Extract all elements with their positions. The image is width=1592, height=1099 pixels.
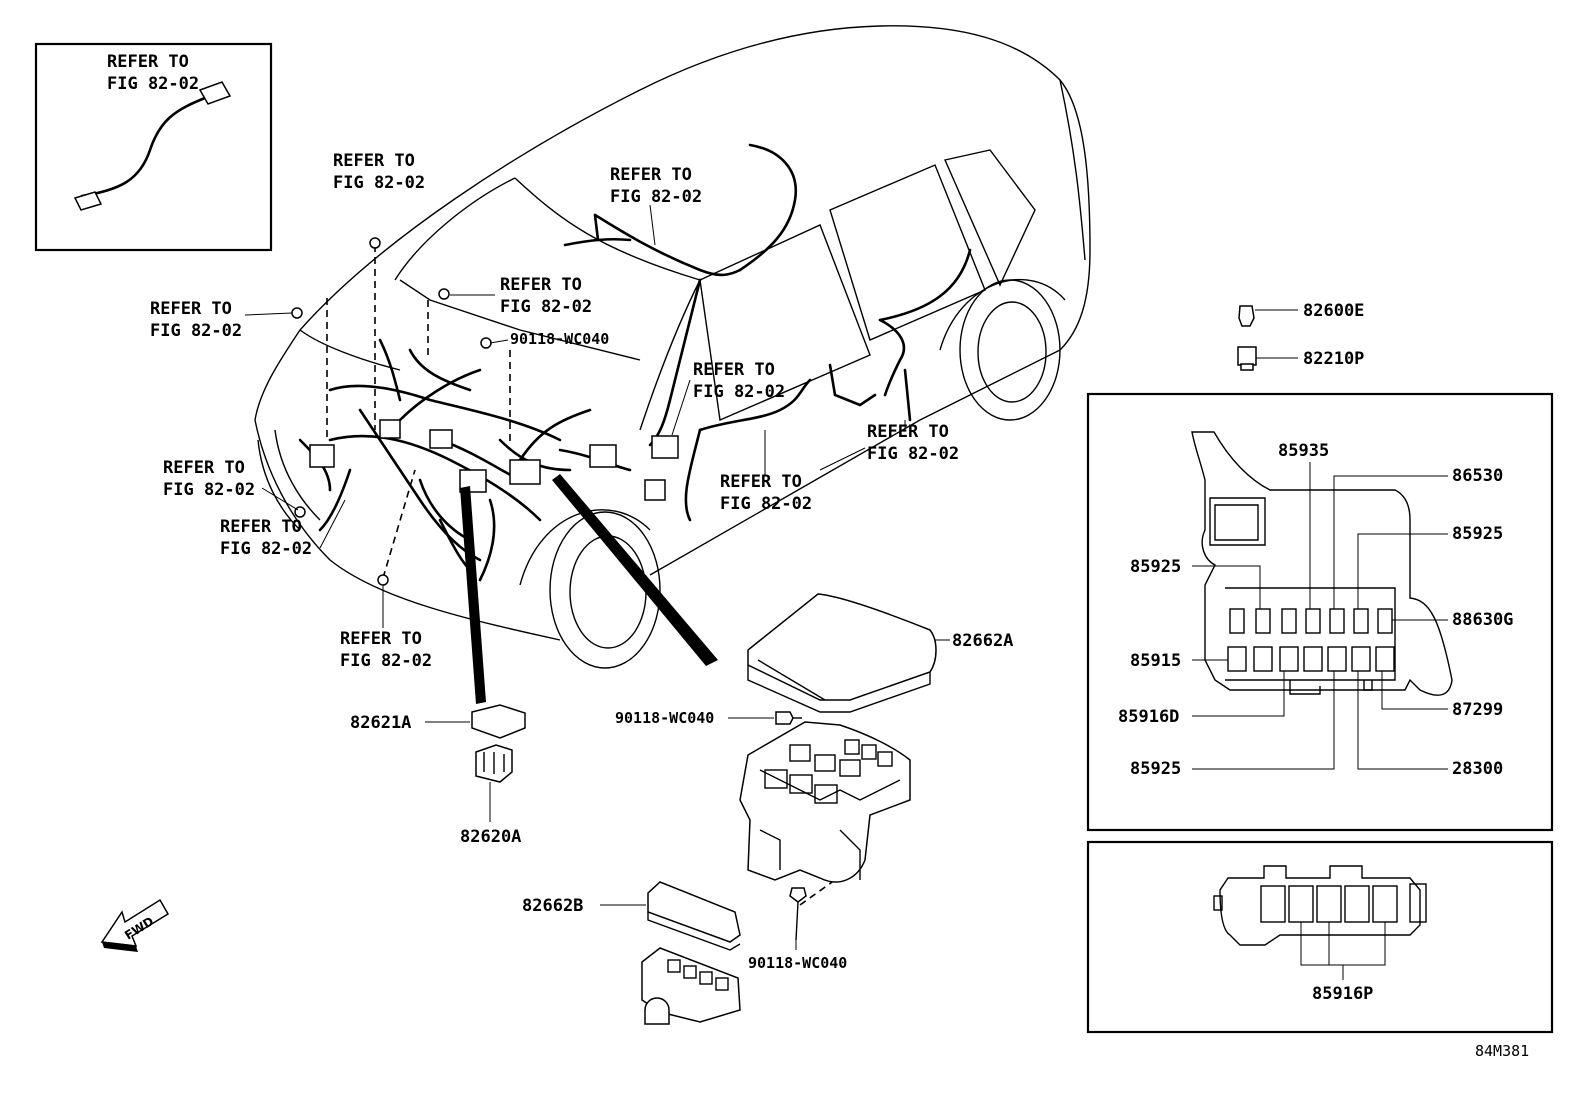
refer-label-10b: FIG 82-02 (340, 651, 432, 671)
figure-code: 84M381 (1475, 1042, 1529, 1060)
relay-block-detail: 85916P (1086, 840, 1554, 1034)
label-82621A: 82621A (350, 713, 411, 733)
label-82600E: 82600E (1303, 301, 1364, 321)
label-85915: 85915 (1130, 651, 1181, 671)
refer-label-3a: REFER TO (500, 275, 582, 295)
refer-label-3b: FIG 82-02 (500, 297, 592, 317)
refer-label-5b: FIG 82-02 (693, 382, 785, 402)
fuse-row-bottom (1227, 646, 1395, 672)
refer-label-4b: FIG 82-02 (150, 321, 242, 341)
label-85935: 85935 (1278, 441, 1329, 461)
label-85916D: 85916D (1118, 707, 1179, 727)
inset-connector-box: REFER TO FIG 82-02 (34, 42, 273, 252)
relay-holder-82621A: 82621A (350, 704, 526, 739)
bolt-90118-bottom: 90118-WC040 (748, 887, 847, 972)
bolt-90118-mid: 90118-WC040 (615, 709, 802, 727)
body-harness (563, 143, 972, 522)
relay-base-82620A: 82620A (460, 744, 521, 847)
label-88630G: 88630G (1452, 610, 1513, 630)
label-82662A: 82662A (952, 631, 1013, 651)
label-28300: 28300 (1452, 759, 1503, 779)
label-85925-bottom: 85925 (1130, 759, 1181, 779)
refer-label-7b: FIG 82-02 (163, 480, 255, 500)
refer-label-8a: REFER TO (720, 472, 802, 492)
relay-82210P: 82210P (1237, 346, 1364, 371)
refer-label-2a: REFER TO (610, 165, 692, 185)
refer-label-9b: FIG 82-02 (220, 539, 312, 559)
vehicle-body-outline (254, 25, 1091, 669)
leader-to-relay-block (460, 486, 486, 704)
refer-label-10a: REFER TO (340, 629, 422, 649)
refer-label-2b: FIG 82-02 (610, 187, 702, 207)
fuse-row-top (1229, 608, 1393, 634)
refer-label-4a: REFER TO (150, 299, 232, 319)
label-82210P: 82210P (1303, 349, 1364, 369)
label-82662B: 82662B (522, 896, 583, 916)
label-85925-left: 85925 (1130, 557, 1181, 577)
leader-to-fuse-box (552, 474, 718, 666)
refer-label-7a: REFER TO (163, 458, 245, 478)
relay-82600E: 82600E (1238, 301, 1364, 327)
label-85925-right: 85925 (1452, 524, 1503, 544)
refer-label-inset-1: REFER TO (107, 52, 189, 72)
refer-label-6a: REFER TO (867, 422, 949, 442)
label-82620A: 82620A (460, 827, 521, 847)
fuse-holder (641, 947, 741, 1025)
engine-harness (298, 338, 632, 582)
fwd-arrow-icon: FWD (100, 898, 170, 952)
fuse-cover-82662B: 82662B (522, 881, 741, 951)
refer-label-1b: FIG 82-02 (333, 173, 425, 193)
refer-callouts: REFER TO FIG 82-02 REFER TO FIG 82-02 RE… (150, 151, 959, 671)
refer-label-5a: REFER TO (693, 360, 775, 380)
refer-label-6b: FIG 82-02 (867, 444, 959, 464)
refer-label-8b: FIG 82-02 (720, 494, 812, 514)
label-85916P: 85916P (1312, 984, 1373, 1004)
junction-block-detail: 85935 86530 85925 85925 88630G 85915 859… (1086, 392, 1554, 832)
label-86530: 86530 (1452, 466, 1503, 486)
fuse-box-cover-82662A: 82662A (747, 593, 1013, 713)
engine-fuse-box (739, 721, 911, 883)
label-90118-mid: 90118-WC040 (615, 709, 714, 727)
label-90118-top: 90118-WC040 (510, 330, 609, 348)
label-90118-bottom: 90118-WC040 (748, 954, 847, 972)
refer-label-9a: REFER TO (220, 517, 302, 537)
label-87299: 87299 (1452, 700, 1503, 720)
refer-label-1a: REFER TO (333, 151, 415, 171)
refer-label-inset-2: FIG 82-02 (107, 74, 199, 94)
